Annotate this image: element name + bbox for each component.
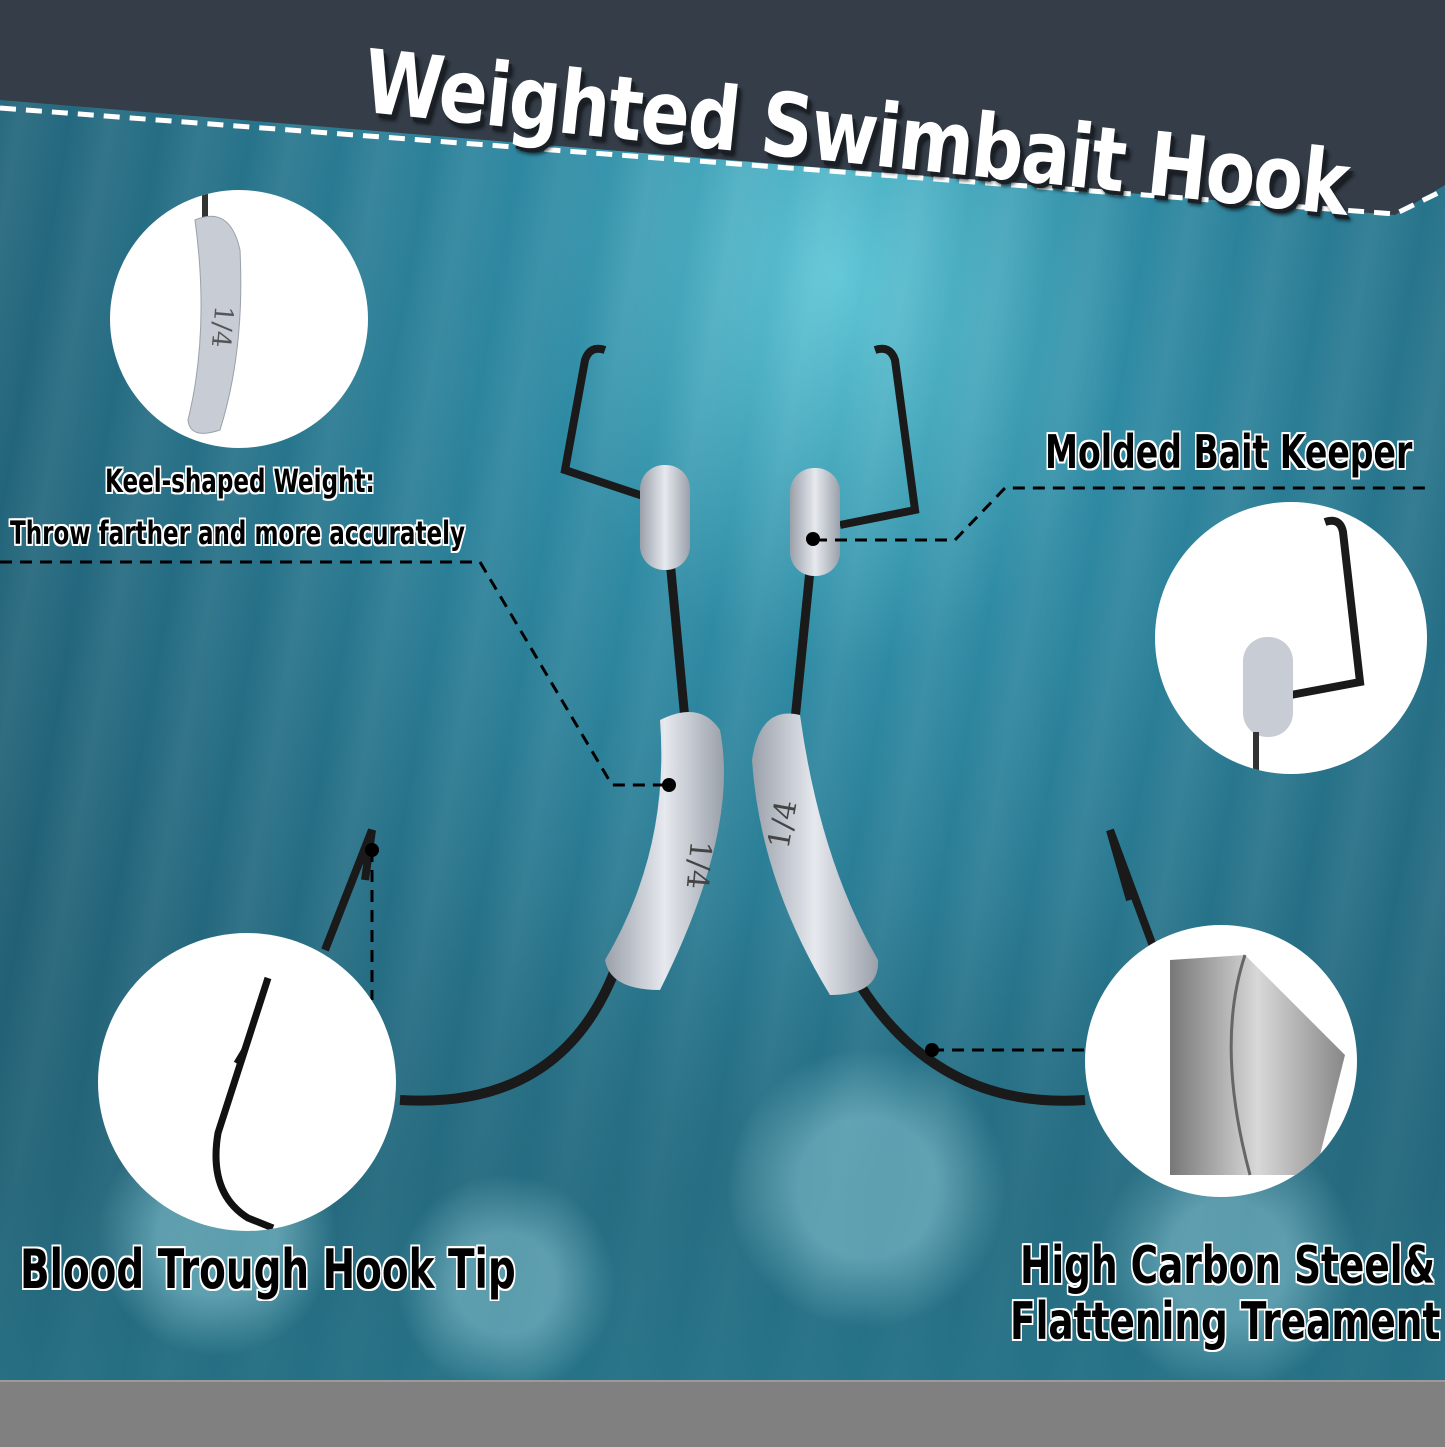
detail-circle-hook-tip bbox=[98, 933, 396, 1231]
keel-weight-heading: Keel-shaped Weight: bbox=[105, 462, 375, 500]
callout-dot-tip bbox=[365, 843, 379, 857]
callout-dot-steel bbox=[925, 1043, 939, 1057]
weight-closeup-icon: 1/4 bbox=[187, 190, 242, 434]
steel-label-line2: Flattening Treament bbox=[1010, 1292, 1441, 1352]
steel-cross-section-icon bbox=[1170, 954, 1345, 1176]
hook-tip-label: Blood Trough Hook Tip bbox=[20, 1238, 516, 1301]
keel-weight-subtext: Throw farther and more accurately bbox=[10, 514, 466, 552]
product-hooks: 1/4 1/4 bbox=[0, 344, 1425, 1106]
bait-keeper-label: Molded Bait Keeper bbox=[1045, 425, 1413, 479]
callout-dot-keeper bbox=[806, 532, 820, 546]
detail-circle-steel bbox=[1085, 925, 1357, 1197]
svg-text:1/4: 1/4 bbox=[205, 304, 239, 348]
hook-tip-closeup-icon bbox=[212, 976, 275, 1231]
detail-circle-keeper bbox=[1155, 502, 1427, 774]
steel-label-line1: High Carbon Steel& bbox=[1020, 1236, 1436, 1296]
callout-dot-weight bbox=[662, 778, 676, 792]
bait-keeper-closeup-icon bbox=[1243, 516, 1365, 774]
footer-bar bbox=[0, 1380, 1445, 1447]
header-band bbox=[0, 0, 1445, 217]
svg-text:1/4: 1/4 bbox=[679, 839, 718, 890]
svg-text:1/4: 1/4 bbox=[762, 798, 805, 852]
detail-circle-weight: 1/4 bbox=[110, 190, 368, 448]
